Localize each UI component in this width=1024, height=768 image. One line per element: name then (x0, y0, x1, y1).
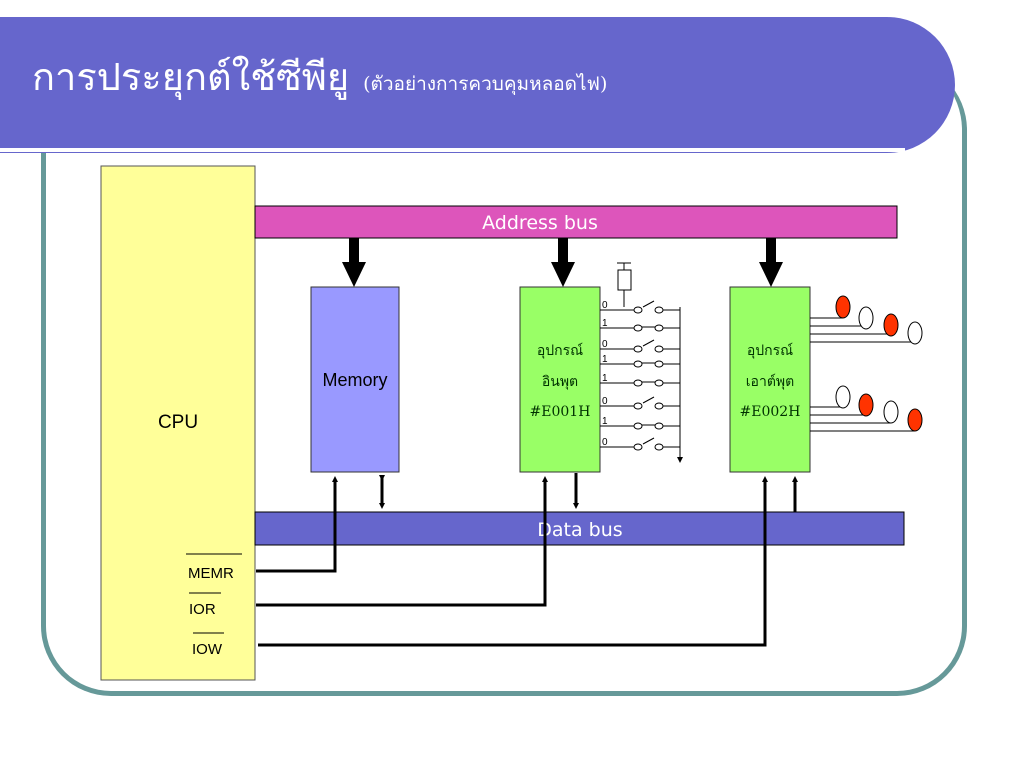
led-1-3 (810, 408, 923, 432)
slide-title: การประยุกต์ใช้ซีพียู (ตัวอย่างการควบคุมหล… (32, 46, 607, 107)
data-bus-label: Data bus (537, 519, 622, 541)
switch-5: 0 (600, 396, 680, 410)
switch-bit-label-4: 1 (602, 373, 608, 384)
control-lines (256, 476, 768, 647)
input-switches: 0 1 0 1 1 0 1 0 (600, 262, 683, 463)
switch-1: 1 (600, 318, 680, 332)
title-banner (0, 17, 955, 153)
led-0-1 (810, 306, 874, 330)
switch-bit-label-7: 0 (602, 437, 608, 448)
output-device-label-2: เอาต์พุต (746, 373, 794, 390)
memory-label: Memory (322, 370, 387, 390)
iow-line (258, 476, 768, 647)
address-arrows (342, 238, 783, 287)
output-device-label-1: อุปกรณ์ (747, 342, 793, 359)
pullup-resistor (617, 269, 632, 291)
slide-frame (41, 60, 967, 696)
arrow-to-memory (342, 262, 366, 287)
switch-2: 0 (600, 339, 680, 353)
data-bus-connectors (379, 473, 798, 512)
title-main: การประยุกต์ใช้ซีพียู (32, 55, 350, 99)
switch-bit-label-3: 1 (602, 354, 608, 365)
arrow-to-output (759, 262, 783, 287)
input-device-block (519, 286, 601, 473)
output-leds (810, 295, 923, 432)
input-device-label-2: อินพุต (542, 374, 578, 390)
address-bus (254, 205, 898, 239)
switch-7: 0 (600, 437, 680, 451)
banner-underline (0, 148, 905, 152)
switch-6: 1 (600, 416, 680, 430)
memr-line (256, 476, 338, 573)
output-device-address: #E002H (740, 404, 801, 420)
input-device-address: #E001H (530, 404, 591, 420)
led-1-1 (810, 393, 874, 417)
iow-label: IOW (192, 641, 223, 658)
led-0-0 (810, 295, 851, 319)
cpu-block (100, 165, 256, 681)
switch-bit-label-5: 0 (602, 396, 608, 407)
switch-3: 1 (600, 354, 680, 368)
led-1-2 (810, 400, 899, 424)
switch-4: 1 (600, 373, 680, 387)
arrow-to-input (551, 262, 575, 287)
ior-label: IOR (189, 601, 216, 618)
switch-bit-label-2: 0 (602, 339, 608, 350)
led-0-3 (810, 321, 923, 345)
switch-bit-label-1: 1 (602, 318, 608, 329)
memory-block (310, 286, 400, 473)
switch-bit-label-6: 1 (602, 416, 608, 427)
address-bus-label: Address bus (482, 212, 598, 234)
switch-0: 0 (600, 300, 680, 314)
memr-label: MEMR (188, 565, 234, 582)
data-bus (254, 511, 905, 546)
led-0-2 (810, 313, 899, 337)
led-1-0 (810, 385, 851, 409)
cpu-label: CPU (158, 412, 198, 433)
input-device-label-1: อุปกรณ์ (537, 342, 583, 359)
title-subtitle: (ตัวอย่างการควบคุมหลอดไฟ) (363, 73, 608, 95)
output-device-block (729, 286, 811, 473)
ior-line (256, 476, 548, 607)
switch-bit-label-0: 0 (602, 300, 608, 311)
